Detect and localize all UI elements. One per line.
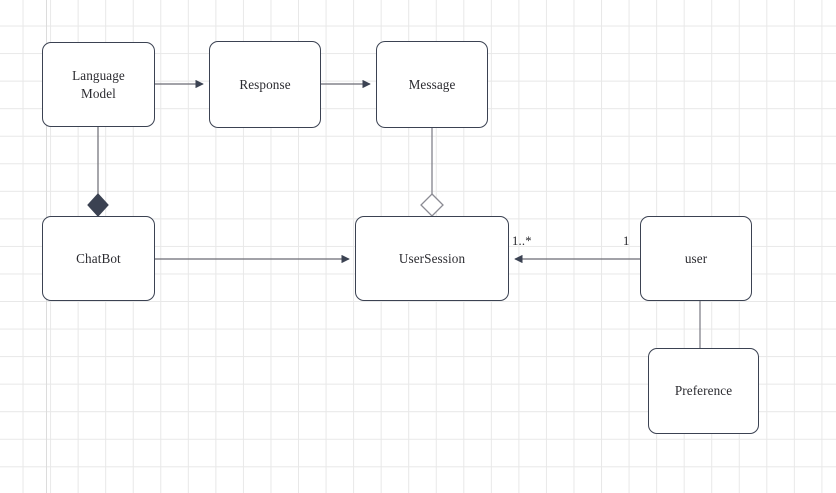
hollow-diamond-marker	[420, 193, 444, 217]
node-usersession[interactable]: UserSession	[355, 216, 509, 301]
node-preference-label: Preference	[674, 383, 733, 399]
node-user[interactable]: user	[640, 216, 752, 301]
node-language-model-label: Language Model	[72, 67, 125, 101]
edge-message-to-usersession	[420, 128, 444, 217]
node-chatbot-label: ChatBot	[76, 250, 121, 266]
node-preference[interactable]: Preference	[648, 348, 759, 434]
node-message[interactable]: Message	[376, 41, 488, 128]
multiplicity-label-user: 1	[623, 234, 630, 248]
node-chatbot[interactable]: ChatBot	[42, 216, 155, 301]
node-usersession-label: UserSession	[398, 250, 466, 266]
node-response[interactable]: Response	[209, 41, 321, 128]
filled-diamond-marker	[87, 193, 109, 217]
node-user-label: user	[684, 250, 708, 266]
node-response-label: Response	[239, 76, 291, 92]
edge-language-model-to-chatbot	[87, 127, 109, 217]
node-language-model[interactable]: Language Model	[42, 42, 155, 127]
multiplicity-label-usersession: 1..*	[512, 234, 532, 248]
node-message-label: Message	[408, 76, 456, 92]
